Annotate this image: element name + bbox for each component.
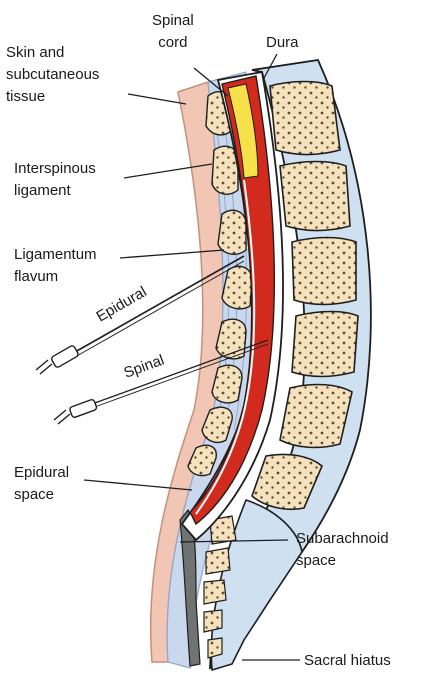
label-interspinous: Interspinous ligament (14, 158, 96, 202)
label-subarachnoid-line1: Subarachnoid (296, 528, 389, 550)
label-sacral-hiatus-line1: Sacral hiatus (304, 650, 391, 672)
label-skin-line1: Skin and (6, 42, 99, 64)
label-skin-line3: tissue (6, 86, 99, 108)
label-epidural-space: Epidural space (14, 462, 69, 506)
label-epidural-space-line2: space (14, 484, 69, 506)
label-skin: Skin and subcutaneous tissue (6, 42, 99, 108)
label-subarachnoid-line2: space (296, 550, 389, 572)
label-dura-line1: Dura (266, 32, 299, 54)
label-flavum-line2: flavum (14, 266, 97, 288)
label-dura: Dura (266, 32, 299, 54)
label-flavum-line1: Ligamentum (14, 244, 97, 266)
label-spinal-cord: Spinal cord (152, 10, 194, 54)
label-spinal-cord-line2: cord (152, 32, 194, 54)
label-spinal-cord-line1: Spinal (152, 10, 194, 32)
label-skin-line2: subcutaneous (6, 64, 99, 86)
label-subarachnoid: Subarachnoid space (296, 528, 389, 572)
needle-label-spinal: Spinal (122, 352, 167, 382)
label-epidural-space-line1: Epidural (14, 462, 69, 484)
label-sacral-hiatus: Sacral hiatus (304, 650, 391, 672)
label-flavum: Ligamentum flavum (14, 244, 97, 288)
label-interspinous-line1: Interspinous (14, 158, 96, 180)
label-interspinous-line2: ligament (14, 180, 96, 202)
